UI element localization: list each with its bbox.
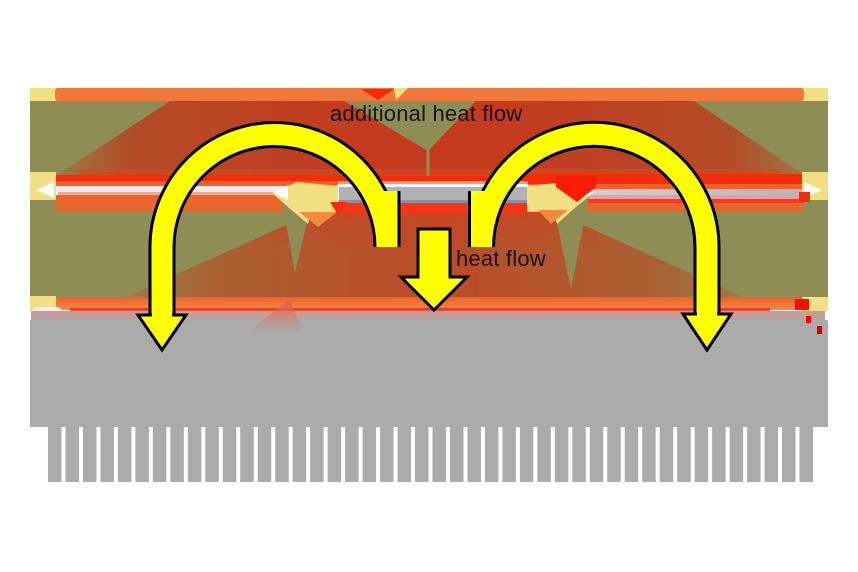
heatsink-fin (659, 427, 674, 482)
hot-spot-marker (806, 316, 811, 323)
heatsink-fin (554, 427, 569, 482)
heatsink-fin (782, 427, 796, 482)
pcb-core-upper (30, 101, 828, 176)
board-edge-pad-right (799, 172, 828, 202)
top-layer-hot-spot (361, 89, 394, 100)
heatsink-fin (747, 427, 761, 482)
thermal-via-left (272, 182, 347, 227)
heatsink-fin (152, 427, 167, 482)
heatsink-fin (607, 427, 621, 482)
heatsink-fin (345, 427, 359, 482)
heatsink-fin (677, 427, 691, 482)
heat-flow-arrow-down (397, 227, 471, 313)
heatsink-fin (764, 427, 779, 482)
heatsink-fin (729, 427, 744, 482)
heatsink-fin (537, 427, 551, 482)
heatsink-fin (240, 427, 254, 482)
heatsink-fin (519, 427, 534, 482)
heatsink-fins (48, 427, 813, 482)
heatsink-fin (572, 427, 586, 482)
upper-core-hot-region (56, 101, 806, 176)
additional-heat-flow-label: additional heat flow (330, 101, 523, 126)
heatsink-fin (187, 427, 202, 482)
heatsink-fin (799, 427, 813, 482)
left-heat-chevron-icon (36, 182, 54, 198)
heatsink-fin (484, 427, 499, 482)
hot-spot-marker (795, 299, 809, 310)
heatsink-fin (449, 427, 464, 482)
heatsink-fin (694, 427, 709, 482)
copper-trace-highlight-left (56, 186, 340, 192)
additional-heat-flow-arrow-right (468, 120, 734, 353)
heatsink-fin (65, 427, 79, 482)
heatsink-fin (82, 427, 97, 482)
heatsink-fin (467, 427, 481, 482)
thermal-via-right (527, 176, 596, 224)
heatsink-fin (292, 427, 307, 482)
top-copper-layer (30, 88, 828, 101)
heatsink-fin (205, 427, 219, 482)
heatsink-fin (100, 427, 114, 482)
copper-trace-highlight-right (527, 189, 806, 195)
heatsink-fin (502, 427, 516, 482)
heatsink-fin (48, 427, 62, 482)
heatsink-fin (397, 427, 412, 482)
hot-spot-marker (556, 176, 596, 202)
hot-spot-marker (799, 192, 810, 202)
additional-heat-flow-arrow-left (135, 121, 401, 353)
heatsink-fin (642, 427, 656, 482)
heatsink-fin (589, 427, 604, 482)
heatsink-fin (310, 427, 324, 482)
heatsink-fin (257, 427, 272, 482)
heatsink-fin (432, 427, 446, 482)
heat-flow-label: heat flow (456, 246, 546, 271)
hot-spot-marker (817, 326, 822, 334)
heatsink-fin (117, 427, 132, 482)
heatsink-fin (415, 427, 429, 482)
board-edge-pad-left (30, 172, 56, 200)
heatsink-fin (380, 427, 394, 482)
heatsink-fin (135, 427, 149, 482)
heat-plume (245, 299, 305, 335)
heatsink-fin (624, 427, 639, 482)
heatsink-fin (362, 427, 377, 482)
heatsink-fin (327, 427, 342, 482)
heatsink-fin (170, 427, 184, 482)
heatsink-fin (712, 427, 726, 482)
heatsink-fin (275, 427, 289, 482)
heatsink-fin (222, 427, 237, 482)
